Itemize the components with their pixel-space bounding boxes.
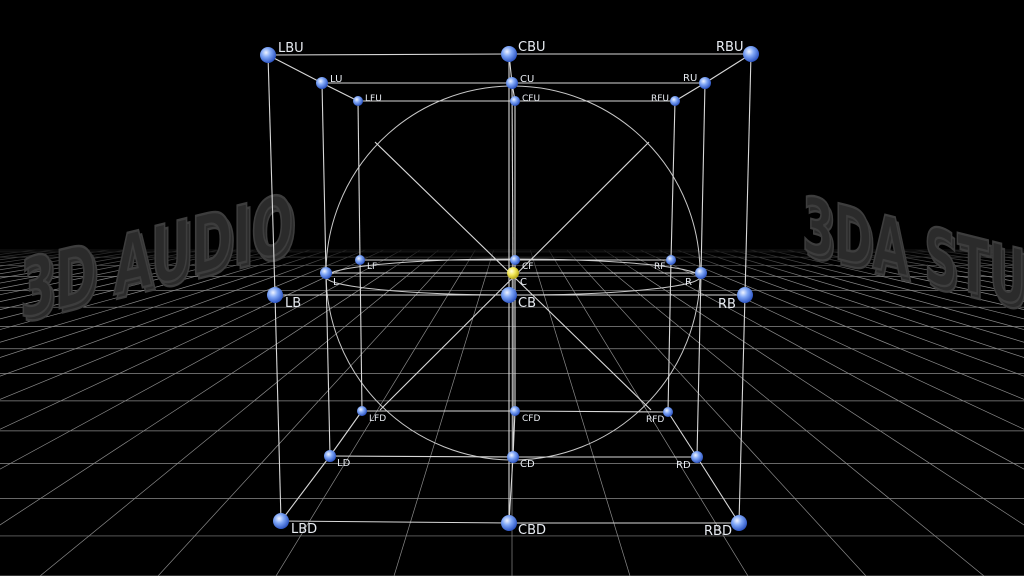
- speaker-lf-icon[interactable]: [355, 255, 365, 265]
- frame-line: [267, 54, 276, 296]
- speaker-label-rbu: RBU: [716, 40, 743, 55]
- speaker-label-rbd: RBD: [704, 524, 732, 539]
- frame-line: [667, 411, 698, 458]
- speaker-label-l: L: [333, 277, 339, 288]
- speaker-label-ld: LD: [337, 458, 351, 469]
- frame-line: [508, 456, 514, 524]
- speaker-label-rf: RF: [654, 262, 665, 272]
- speaker-lu-icon[interactable]: [316, 77, 328, 89]
- speaker-label-rb: RB: [718, 297, 736, 312]
- speaker-label-lbu: LBU: [278, 41, 304, 56]
- speaker-cbu-icon[interactable]: [501, 46, 517, 62]
- speaker-rfu-icon[interactable]: [670, 96, 680, 106]
- speaker-label-rd: RD: [676, 460, 691, 471]
- speaker-label-lb: LB: [285, 296, 301, 311]
- speaker-rd-icon[interactable]: [691, 451, 703, 463]
- speaker-rb-icon[interactable]: [737, 287, 753, 303]
- speaker-label-cb: CB: [518, 296, 536, 311]
- frame-line: [329, 455, 514, 458]
- frame-line: [267, 54, 323, 84]
- speaker-cd-icon[interactable]: [507, 451, 519, 463]
- speaker-c-icon[interactable]: [507, 267, 519, 279]
- speaker-label-lfu: LFU: [365, 94, 382, 104]
- speaker-label-lf: LF: [367, 262, 377, 272]
- speaker-label-cfu: CFU: [522, 94, 540, 104]
- frame-line: [511, 82, 514, 274]
- speaker-cu-icon[interactable]: [506, 77, 518, 89]
- frame-line: [744, 53, 752, 296]
- frame-line: [280, 455, 331, 522]
- frame-line: [321, 82, 359, 102]
- speaker-rfd-icon[interactable]: [663, 407, 673, 417]
- speaker-label-lfd: LFD: [369, 414, 386, 424]
- speaker-l-icon[interactable]: [320, 267, 332, 279]
- speaker-label-cf: CF: [522, 262, 533, 272]
- frame-line: [274, 294, 282, 522]
- speaker-lfd-icon[interactable]: [357, 406, 367, 416]
- speaker-label-r: R: [685, 277, 692, 288]
- frame-line: [325, 272, 331, 457]
- speaker-label-cfd: CFD: [522, 414, 540, 424]
- frame-line: [700, 82, 706, 274]
- speaker-label-ru: RU: [683, 73, 697, 84]
- speaker-cfu-icon[interactable]: [510, 96, 520, 106]
- speaker-ld-icon[interactable]: [324, 450, 336, 462]
- speaker-label-cbu: CBU: [518, 40, 546, 55]
- speaker-label-lbd: LBD: [291, 522, 317, 537]
- speaker-label-lu: LU: [330, 74, 342, 85]
- speakers: [260, 46, 759, 531]
- speaker-lb-icon[interactable]: [267, 287, 283, 303]
- speaker-frame-lines: [267, 53, 752, 524]
- speaker-label-cbd: CBD: [518, 523, 546, 538]
- frame-line: [321, 82, 327, 274]
- speaker-cfd-icon[interactable]: [510, 406, 520, 416]
- speaker-rbu-icon[interactable]: [743, 46, 759, 62]
- speaker-lbu-icon[interactable]: [260, 47, 276, 63]
- frame-line: [512, 410, 516, 458]
- speaker-label-cu: CU: [520, 74, 534, 85]
- speaker-label-rfd: RFD: [646, 415, 664, 425]
- frame-line: [738, 294, 746, 524]
- speaker-label-rfu: RFU: [651, 94, 669, 104]
- frame-line: [696, 456, 740, 524]
- frame-line: [667, 259, 672, 413]
- speaker-lbd-icon[interactable]: [273, 513, 289, 529]
- speaker-label-cd: CD: [520, 459, 535, 470]
- speaker-label-c: C: [520, 277, 527, 288]
- frame-line: [670, 100, 676, 261]
- frame-line: [329, 410, 363, 457]
- frame-line: [359, 259, 363, 412]
- speaker-rbd-icon[interactable]: [731, 515, 747, 531]
- frame-line: [280, 520, 510, 524]
- frame-line: [267, 53, 510, 56]
- speaker-rf-icon[interactable]: [666, 255, 676, 265]
- frame-line: [704, 53, 752, 84]
- frame-line: [514, 410, 669, 413]
- speaker-r-icon[interactable]: [695, 267, 707, 279]
- speaker-ru-icon[interactable]: [699, 77, 711, 89]
- frame-line: [357, 100, 361, 261]
- frame-line: [696, 272, 702, 458]
- speaker-labels: LBU CBU RBU LU CU RU LFU CFU RFU LF CF RF L C R LB CB RB L…: [278, 40, 743, 539]
- speaker-lfu-icon[interactable]: [353, 96, 363, 106]
- speaker-cf-icon[interactable]: [510, 255, 520, 265]
- speaker-cb-icon[interactable]: [501, 287, 517, 303]
- speaker-cbd-icon[interactable]: [501, 515, 517, 531]
